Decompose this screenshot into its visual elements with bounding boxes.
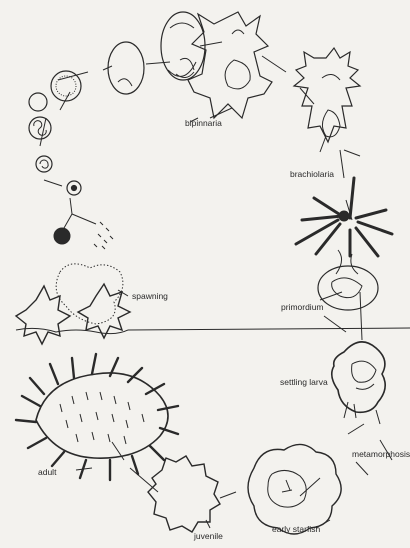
label-settling-larva: settling larva — [280, 378, 328, 387]
egg-cell-inner — [71, 185, 76, 190]
label-early-starfish: early starfish — [272, 525, 320, 534]
gastrula-embryo-detail — [118, 79, 132, 86]
label-metamorphosis: metamorphosis — [352, 450, 410, 459]
label-juvenile: juvenile — [194, 532, 223, 541]
spawning-cloud — [56, 264, 123, 324]
adult-starfish — [36, 373, 168, 458]
egg-cell — [29, 93, 47, 111]
settling-larva — [332, 342, 385, 412]
brachiolaria-larva — [294, 48, 360, 142]
adult-starfish-texture — [60, 392, 144, 444]
spawning-starfish — [78, 284, 130, 338]
label-brachiolaria: brachiolaria — [290, 170, 334, 179]
label-spawning: spawning — [132, 292, 168, 301]
primordium-detail — [332, 250, 362, 298]
gastrula-embryo — [108, 42, 144, 94]
early-starfish — [248, 444, 341, 534]
egg-cell — [36, 156, 52, 172]
primordium-cluster — [339, 211, 349, 221]
early-starfish-detail — [268, 470, 307, 507]
gamete-sperm — [94, 222, 113, 249]
juvenile-starfish — [148, 456, 220, 532]
spawning-starfish — [16, 286, 70, 344]
early-larva — [161, 12, 205, 80]
cycle-connector — [58, 42, 392, 498]
early-larva-detail — [168, 23, 196, 78]
gamete-egg — [54, 228, 70, 244]
horizontal-divider — [128, 328, 410, 330]
label-primordium: primordium — [281, 303, 324, 312]
brachiolaria-gut — [322, 74, 340, 136]
label-adult: adult — [38, 468, 56, 477]
label-bipinnaria: bipinnaria — [185, 119, 222, 128]
bipinnaria-gut — [225, 30, 250, 89]
egg-cell-inner — [40, 160, 48, 168]
primordium-body — [318, 266, 378, 310]
egg-cell-inner — [56, 76, 76, 96]
bipinnaria-larva — [188, 12, 272, 118]
early-cycle-connector — [40, 92, 96, 228]
